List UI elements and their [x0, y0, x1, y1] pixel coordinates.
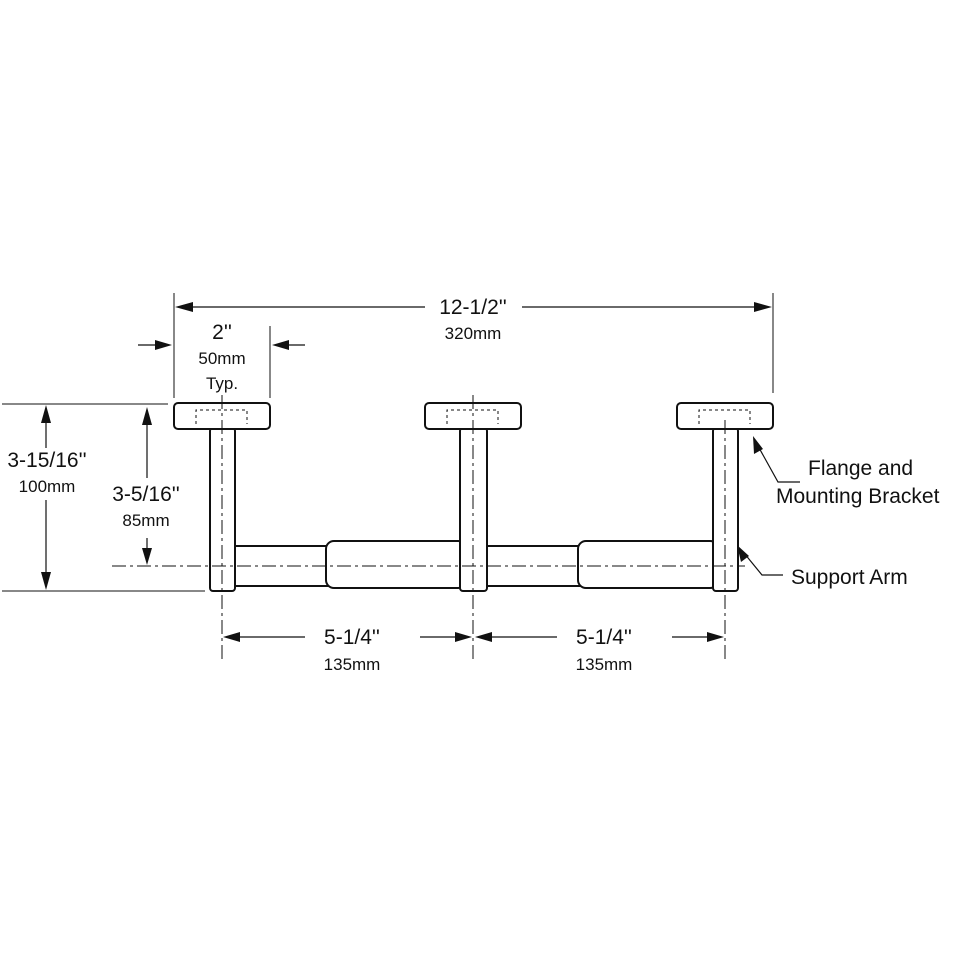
flange-width-metric: 50mm: [198, 349, 245, 368]
dim-overall-width: [175, 302, 772, 312]
flange-width-imperial: 2'': [212, 321, 232, 344]
spacing-right-imperial: 5-1/4'': [576, 626, 632, 649]
overall-width-imperial: 12-1/2'': [439, 296, 507, 319]
arm-depth-imperial: 3-5/16'': [112, 483, 180, 506]
dim-overall-depth: [41, 405, 51, 590]
support-arm-callout-leader: [737, 545, 783, 576]
flange-width-note: Typ.: [206, 374, 238, 393]
dim-arm-depth: [142, 407, 152, 565]
overall-width-metric: 320mm: [445, 324, 502, 343]
bracket-hidden-right: [698, 409, 751, 424]
spacing-right-metric: 135mm: [576, 655, 633, 674]
bracket-hidden-left: [195, 409, 248, 424]
flange-callout-line2: Mounting Bracket: [776, 485, 940, 508]
support-arm-right-wide: [577, 540, 719, 589]
dim-spacing-right: [475, 632, 724, 642]
support-arm-left-wide: [325, 540, 467, 589]
dim-flange-width: [138, 340, 305, 350]
center-lines: [112, 395, 745, 662]
overall-depth-metric: 100mm: [19, 477, 76, 496]
holder-geometry: [173, 402, 774, 592]
spacing-left-metric: 135mm: [324, 655, 381, 674]
flange-callout-line1: Flange and: [808, 457, 913, 480]
arm-depth-metric: 85mm: [122, 511, 169, 530]
support-arm-callout: Support Arm: [791, 566, 908, 589]
overall-depth-imperial: 3-15/16'': [7, 449, 86, 472]
spacing-left-imperial: 5-1/4'': [324, 626, 380, 649]
dim-spacing-left: [223, 632, 472, 642]
flange-callout-leader: [753, 436, 800, 483]
extension-lines: [2, 293, 774, 592]
bracket-hidden-center: [446, 409, 499, 424]
